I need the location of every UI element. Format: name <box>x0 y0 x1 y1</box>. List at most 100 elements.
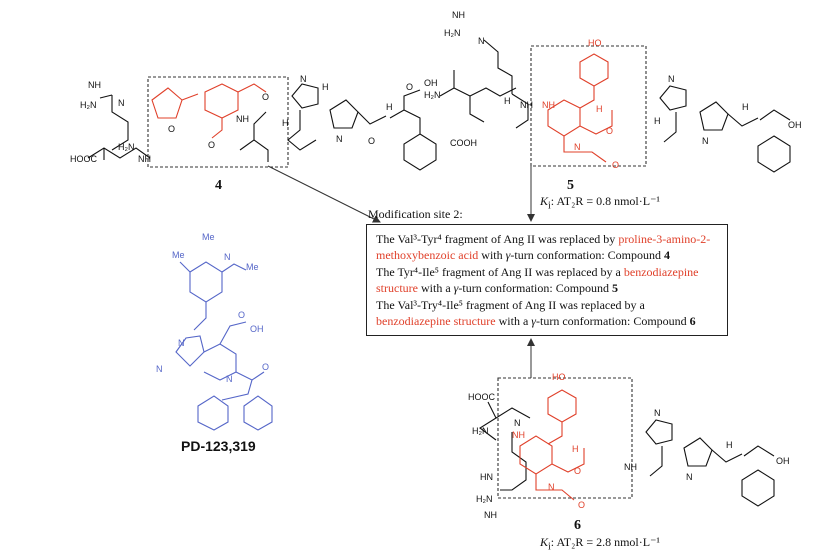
atom-label: NH <box>512 430 525 440</box>
arrow-from-compound-4 <box>267 165 381 223</box>
box-highlight: benzodiazepine <box>623 264 699 279</box>
ki-subscript: i <box>548 541 551 553</box>
atom-label: HO <box>552 372 566 382</box>
atom-label: COOH <box>450 138 477 148</box>
ki-symbol: K <box>540 194 549 208</box>
atom-label: HO <box>588 38 602 48</box>
atom-label: H₂N <box>424 90 441 100</box>
atom-label: H₂N <box>118 142 135 152</box>
atom-label: O <box>612 160 619 170</box>
atom-label: NH <box>542 100 555 110</box>
atom-label: OH <box>788 120 802 130</box>
compound-5-atoms: NH H₂N N H₂N COOH H NH HO NH H O N O N H… <box>424 10 802 170</box>
compound-4-dashed-box <box>147 76 289 168</box>
atom-label: O <box>168 124 175 134</box>
box-highlight: methoxybenzoic acid <box>376 248 479 263</box>
compound-5-ki: Ki: AT₂R = 0.8 nmol·L⁻¹ <box>540 194 660 211</box>
box-text: The Val³-Try⁴-Ile⁵ fragment of Ang II wa… <box>376 297 645 312</box>
atom-label: OH <box>424 78 438 88</box>
box-line-3: The Tyr⁴-Ile⁵ fragment of Ang II was rep… <box>376 264 719 280</box>
atom-label: N <box>686 472 693 482</box>
ki-value: AT₂R = 2.8 nmol·L⁻¹ <box>556 535 661 549</box>
box-line-5: The Val³-Try⁴-Ile⁵ fragment of Ang II wa… <box>376 297 719 313</box>
ki-symbol: K <box>540 535 549 549</box>
ki-separator: : <box>550 535 557 549</box>
atom-label: O <box>578 500 585 510</box>
box-text: The Tyr⁴-Ile⁵ fragment of Ang II was rep… <box>376 264 624 279</box>
ki-separator: : <box>550 194 557 208</box>
compound-6-dashed-box <box>497 377 633 499</box>
atom-label: H <box>596 104 603 114</box>
box-text: with <box>478 248 506 263</box>
atom-label: N <box>118 98 125 108</box>
atom-label: O <box>406 82 413 92</box>
atom-label: NH <box>484 510 497 520</box>
atom-label: H₂N <box>476 494 493 504</box>
atom-label: O <box>238 310 245 320</box>
box-line-6: benzodiazepine structure with a γ-turn c… <box>376 313 719 329</box>
box-text: The Val³-Tyr⁴ fragment of Ang II was rep… <box>376 232 619 246</box>
atom-label: NH <box>452 10 465 20</box>
atom-label: H <box>386 102 393 112</box>
arrows <box>267 165 535 378</box>
atom-label: N <box>702 136 709 146</box>
compound-5-dashed-box <box>530 45 647 167</box>
atom-label: O <box>262 362 269 372</box>
box-line-2: methoxybenzoic acid with γ-turn conforma… <box>376 247 719 263</box>
modification-info-box: The Val³-Tyr⁴ fragment of Ang II was rep… <box>366 224 728 336</box>
box-text: with a <box>495 314 532 329</box>
compound-ref: 6 <box>689 314 696 329</box>
atom-label: HOOC <box>70 154 98 164</box>
box-line-1: The Val³-Tyr⁴ fragment of Ang II was rep… <box>376 231 719 247</box>
box-text: -turn conformation: Compound <box>510 248 665 263</box>
pd-123319-atoms: Me N Me Me N N O OH N O <box>156 232 269 384</box>
atom-label: N <box>336 134 343 144</box>
atom-label: N <box>548 482 555 492</box>
ki-value: AT₂R = 0.8 nmol·L⁻¹ <box>556 194 661 208</box>
atom-label: H₂N <box>444 28 461 38</box>
atom-label: O <box>606 126 613 136</box>
atom-label: H <box>572 444 579 454</box>
atom-label: Me <box>172 250 185 260</box>
gamma-symbol: γ <box>505 248 511 263</box>
box-highlight: structure <box>376 281 418 296</box>
compound-6-atoms: HOOC H₂N N HN H₂N NH HO NH H O N O NH N … <box>468 372 790 520</box>
box-text: -turn conformation: Compound <box>458 281 613 296</box>
compound-6-structure <box>479 377 775 507</box>
atom-label: NH <box>138 154 151 164</box>
atom-label: H <box>504 96 511 106</box>
atom-label: N <box>224 252 231 262</box>
atom-label: H <box>726 440 733 450</box>
box-highlight: proline-3-amino-2- <box>618 232 711 246</box>
atom-label: OH <box>250 324 264 334</box>
compound-4-number: 4 <box>215 178 222 193</box>
atom-label: N <box>514 418 521 428</box>
atom-label: H₂N <box>472 426 489 436</box>
compound-6-number: 6 <box>574 518 581 533</box>
atom-label: HN <box>480 472 493 482</box>
box-text: -turn conformation: Compound <box>536 314 690 329</box>
atom-label: N <box>654 408 661 418</box>
pd-123319-structure <box>175 261 273 431</box>
atom-label: OH <box>776 456 790 466</box>
atom-label: N <box>574 142 581 152</box>
atom-label: N <box>668 74 675 84</box>
box-line-4: structure with a γ-turn conformation: Co… <box>376 280 719 296</box>
atom-label: HOOC <box>468 392 496 402</box>
compound-ref: 4 <box>664 248 671 263</box>
atom-label: H <box>742 102 749 112</box>
compound-4-structure <box>87 76 437 171</box>
compound-ref: 5 <box>612 281 619 296</box>
atom-label: H <box>282 118 289 128</box>
atom-label: N <box>178 338 185 348</box>
atom-label: NH <box>624 462 637 472</box>
gamma-symbol: γ <box>453 281 459 296</box>
compound-4-atoms: NH H₂N N HOOC H₂N NH O O O NH N H H N O … <box>70 74 438 164</box>
compound-6-ki: Ki: AT₂R = 2.8 nmol·L⁻¹ <box>540 535 660 552</box>
atom-label: Me <box>202 232 215 242</box>
atom-label: NH <box>236 114 249 124</box>
atom-label: H <box>654 116 661 126</box>
atom-label: H <box>322 82 329 92</box>
